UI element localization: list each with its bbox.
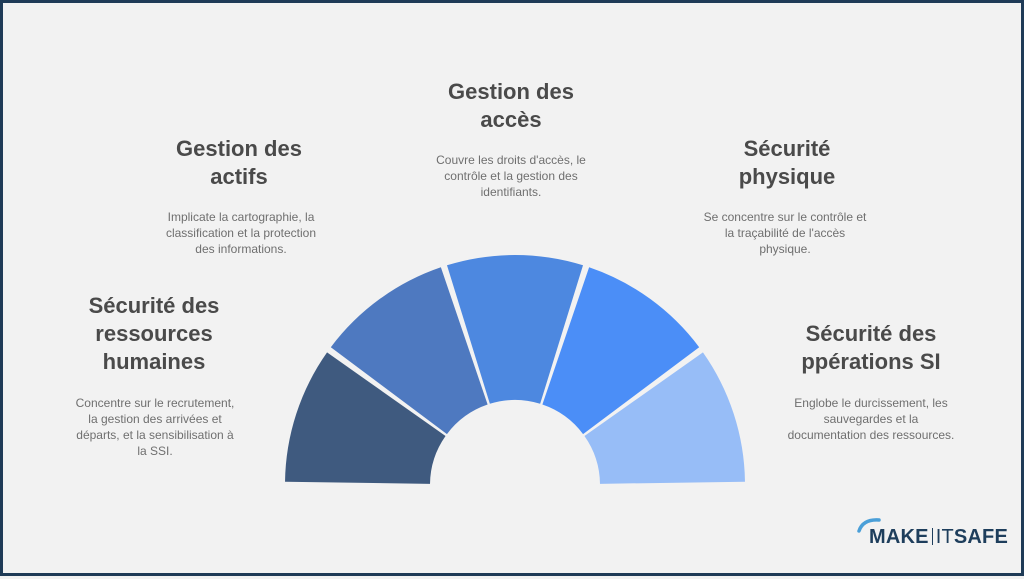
- description-line: Couvre les droits d'accès, le: [436, 153, 586, 167]
- description-line: Implicate la cartographie, la: [167, 210, 315, 224]
- title-line: Gestion des: [176, 136, 302, 161]
- description-operations-security: Englobe le durcissement, les sauvegardes…: [769, 395, 973, 443]
- segment-hr-security: [285, 352, 446, 484]
- description-line: documentation des ressources.: [787, 428, 955, 442]
- description-line: la traçabilité de l'accès: [724, 226, 846, 240]
- description-line: physique.: [759, 242, 811, 256]
- title-access-management: Gestion des accès: [411, 78, 611, 134]
- description-line: Se concentre sur le contrôle et: [703, 210, 867, 224]
- segment-asset-management: [330, 267, 488, 435]
- makeitsafe-logo: MAKE ITSAFE: [855, 515, 1008, 555]
- title-operations-security: Sécurité des ppérations SI: [771, 320, 971, 376]
- segment-operations-security: [584, 352, 745, 484]
- title-line: humaines: [102, 349, 206, 374]
- segment-physical-security: [542, 267, 700, 435]
- description-line: classification et la protection: [165, 226, 317, 240]
- description-line: Englobe le durcissement, les: [794, 396, 948, 410]
- logo-separator: [931, 528, 933, 545]
- description-line: sauvegardes et la: [823, 412, 919, 426]
- logo-arc-icon: [857, 518, 881, 533]
- description-line: contrôle et la gestion des: [444, 169, 578, 183]
- title-line: physique: [738, 164, 836, 189]
- title-line: Gestion des: [448, 79, 574, 104]
- title-line: ppérations SI: [801, 349, 941, 374]
- title-line: Sécurité des: [805, 321, 937, 346]
- description-hr-security: Concentre sur le recrutement, la gestion…: [59, 395, 251, 459]
- title-physical-security: Sécurité physique: [689, 135, 885, 191]
- semicircle-fan: [285, 254, 745, 484]
- segment-access-management: [446, 254, 584, 404]
- description-line: des informations.: [195, 242, 287, 256]
- title-line: actifs: [210, 164, 268, 189]
- description-access-management: Couvre les droits d'accès, le contrôle e…: [417, 152, 605, 200]
- title-line: accès: [480, 107, 542, 132]
- title-line: ressources: [95, 321, 213, 346]
- title-hr-security: Sécurité des ressources humaines: [59, 292, 249, 376]
- title-asset-management: Gestion des actifs: [141, 135, 337, 191]
- logo-part-safe: SAFE: [953, 526, 1009, 548]
- title-line: Sécurité: [743, 136, 831, 161]
- description-physical-security: Se concentre sur le contrôle et la traça…: [687, 209, 883, 257]
- title-line: Sécurité des: [88, 293, 220, 318]
- description-line: départs, et la sensibilisation à: [76, 428, 234, 442]
- logo-part-it: IT: [935, 526, 954, 548]
- description-asset-management: Implicate la cartographie, la classifica…: [145, 209, 337, 257]
- description-line: la gestion des arrivées et: [88, 412, 222, 426]
- description-line: la SSI.: [137, 444, 173, 458]
- description-line: Concentre sur le recrutement,: [75, 396, 235, 410]
- logo-wordmark: MAKE ITSAFE: [869, 525, 1008, 549]
- logo-part-make: MAKE: [869, 526, 929, 548]
- description-line: identifiants.: [480, 185, 542, 199]
